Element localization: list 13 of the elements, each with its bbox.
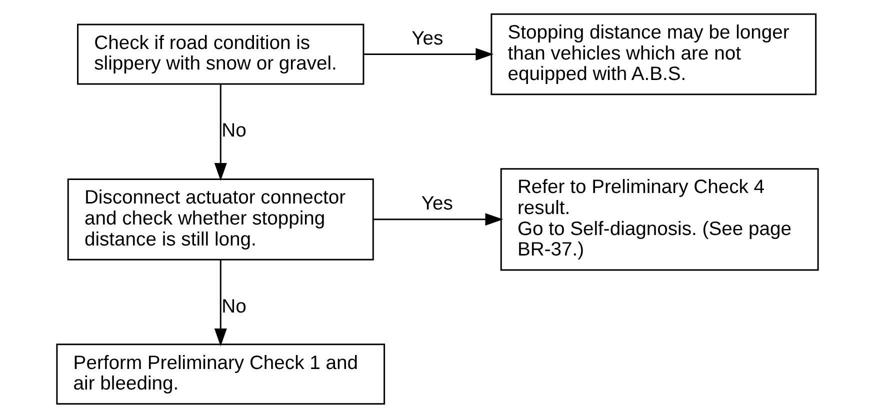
node-box: Perform Preliminary Check 1 and air bleeding. [56,344,385,405]
edge-label: Yes [420,192,452,215]
edge-label: No [221,120,246,142]
arrow [363,48,494,61]
arrow [214,84,226,181]
node-box: Stopping distance may be longer than vehicles which are not equipped with A.B.S. [490,13,816,96]
edge-label: Yes [411,27,443,50]
node-box: Refer to Preliminary Check 4 result. Go to Self-diagnosis. (See page BR-37.) [500,168,818,271]
arrow [214,260,226,346]
node-box: Disconnect actuator connector and check whether stopping distance is still long. [66,178,374,260]
arrow [373,213,503,226]
node-box: Check if road condition is slippery with snow or gravel. [76,24,364,85]
edge-label: No [221,295,246,318]
